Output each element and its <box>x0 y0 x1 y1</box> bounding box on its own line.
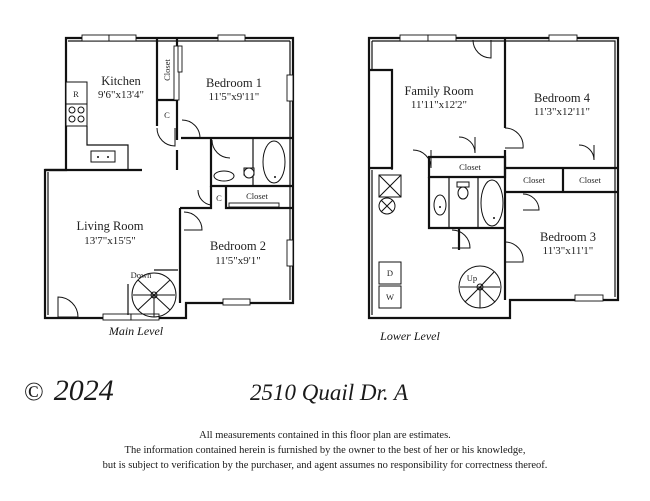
lower-level-plan: Family Room 11'11"x12'2" Bedroom 4 11'3"… <box>367 34 620 343</box>
stairs-down-label: Down <box>131 270 153 280</box>
closet-label-family: Closet <box>459 162 481 172</box>
copyright-symbol: © <box>24 377 44 406</box>
copyright: © 2024 <box>24 374 114 408</box>
stairs-up-label: Up <box>467 273 477 283</box>
property-address: 2510 Quail Dr. A <box>250 380 409 405</box>
c-label-2: C <box>216 193 222 203</box>
c-label-1: C <box>164 110 170 120</box>
main-level-plan: Kitchen 9'6"x13'4" Bedroom 1 11'5"x9'11"… <box>43 34 295 338</box>
room-dims-bedroom-2: 11'5"x9'1" <box>215 255 261 267</box>
disclaimer-line-2: The information contained herein is furn… <box>124 445 526 456</box>
closet-label-bedroom-2: Closet <box>246 191 268 201</box>
room-name-bedroom-3: Bedroom 3 <box>540 230 596 244</box>
room-name-family-room: Family Room <box>404 84 473 98</box>
room-dims-bedroom-1: 11'5"x9'11" <box>209 91 260 103</box>
room-name-kitchen: Kitchen <box>101 74 141 88</box>
closet-label-kitchen: Closet <box>162 59 172 81</box>
closet-label-bedroom-4-a: Closet <box>523 175 545 185</box>
room-name-bedroom-2: Bedroom 2 <box>210 239 266 253</box>
dryer <box>378 261 402 285</box>
disclaimer-line-3: but is subject to verification by the pu… <box>102 460 548 471</box>
room-dims-living-room: 13'7"x15'5" <box>84 235 135 247</box>
dryer-label: D <box>387 268 393 278</box>
room-name-bedroom-4: Bedroom 4 <box>534 91 591 105</box>
washer-label: W <box>386 292 394 302</box>
room-dims-family-room: 11'11"x12'2" <box>411 99 467 111</box>
room-dims-bedroom-4: 11'3"x12'11" <box>534 106 590 118</box>
refrigerator-label: R <box>73 89 79 99</box>
room-name-bedroom-1: Bedroom 1 <box>206 76 262 90</box>
copyright-year: 2024 <box>53 374 114 407</box>
washer <box>378 285 402 309</box>
room-name-living-room: Living Room <box>76 219 143 233</box>
room-dims-bedroom-3: 11'3"x11'1" <box>543 245 594 257</box>
room-dims-kitchen: 9'6"x13'4" <box>98 89 144 101</box>
lower-level-label: Lower Level <box>379 329 440 343</box>
disclaimer-line-1: All measurements contained in this floor… <box>199 430 451 441</box>
closet-label-bedroom-4-b: Closet <box>579 175 601 185</box>
main-level-label: Main Level <box>108 324 164 338</box>
